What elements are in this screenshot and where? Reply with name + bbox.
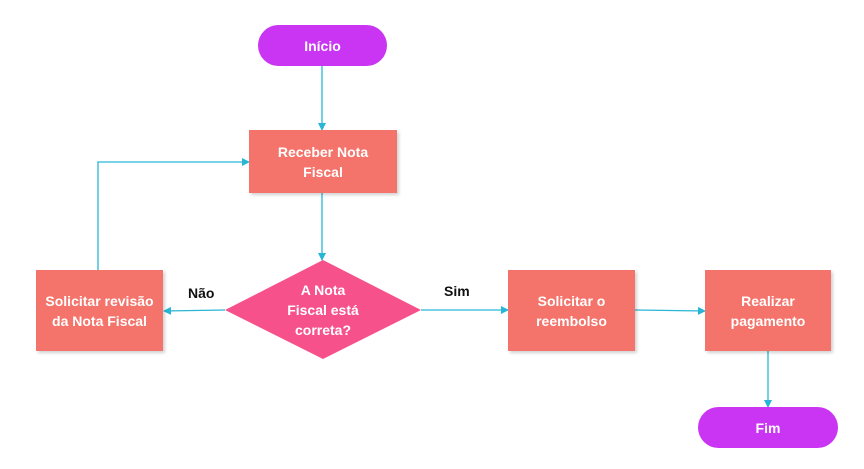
connector-revision-to-receive [97,158,250,270]
request-revision-label: Solicitar revisão da Nota Fiscal [45,292,154,329]
connector-decision-to-revision [163,306,226,315]
decision-label: A Nota Fiscal está correta? [287,282,359,338]
request-revision-node: Solicitar revisão da Nota Fiscal [36,270,163,351]
end-node: Fim [698,407,838,448]
connector-refund-to-payment [633,306,706,315]
end-node-label: Fim [755,419,781,436]
edge-label-yes: Sim [444,283,470,299]
receive-invoice-node: Receber Nota Fiscal [249,130,397,193]
payment-node: Realizar pagamento [705,270,831,351]
edge-label-no: Não [188,285,215,301]
start-node: Início [258,25,387,66]
payment-label: Realizar pagamento [730,292,806,329]
request-refund-node: Solicitar o reembolso [508,270,635,351]
receive-invoice-label: Receber Nota Fiscal [277,143,369,180]
request-refund-label: Solicitar o reembolso [536,292,607,329]
decision-diamond [225,260,421,359]
start-node-label: Início [304,37,341,54]
